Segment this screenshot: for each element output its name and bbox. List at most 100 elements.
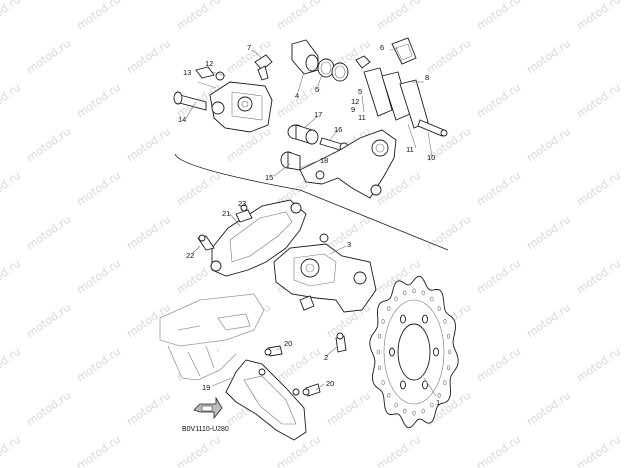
watermark-text: motod.ru: [0, 345, 23, 385]
caliper-bracket-21: [210, 199, 307, 277]
watermark-text: motod.ru: [574, 169, 623, 209]
watermark-text: motod.ru: [74, 433, 123, 468]
disc-drill-hole: [387, 306, 391, 312]
label-10: 10: [427, 153, 435, 162]
watermark-text: motod.ru: [424, 213, 473, 253]
watermark-text: motod.ru: [424, 37, 473, 77]
disc-drill-hole: [387, 392, 391, 398]
watermark-text: motod.ru: [124, 125, 173, 165]
watermark-text: motod.ru: [74, 345, 123, 385]
watermark-text: motod.ru: [124, 213, 173, 253]
watermark-text: motod.ru: [474, 169, 523, 209]
disc-drill-hole: [448, 349, 452, 355]
support-bracket-18: [299, 129, 397, 199]
watermark-text: motod.ru: [524, 37, 573, 77]
label-1: 1: [436, 398, 440, 407]
watermark-text: motod.ru: [124, 37, 173, 77]
watermark-text: motod.ru: [274, 433, 323, 468]
caliper-body: [209, 81, 273, 133]
watermark-text: motod.ru: [24, 37, 73, 77]
disc-bolt-hole: [433, 347, 439, 357]
bolt-14: [173, 91, 207, 111]
lower-assembly: [159, 199, 459, 441]
upper-assembly: [173, 37, 449, 251]
disc-guard-19: [225, 359, 307, 441]
label-8: 8: [425, 73, 429, 82]
watermark-text: motod.ru: [574, 0, 623, 32]
label-16: 16: [334, 125, 342, 134]
piston-4: [291, 39, 319, 75]
part-labels: 7 12 13 14 4 5 5 9 11 12 6 8 11 10 17 16…: [178, 43, 440, 433]
disc-drill-hole: [376, 349, 380, 355]
watermark-text: motod.ru: [0, 0, 23, 32]
disc-bolt-hole: [422, 314, 428, 324]
disc-bolt-hole: [422, 380, 428, 390]
disc-bolt-hole: [400, 380, 406, 390]
watermark-text: motod.ru: [524, 125, 573, 165]
disc-drill-hole: [403, 290, 407, 296]
watermark-text: motod.ru: [174, 169, 223, 209]
watermark-text: motod.ru: [374, 433, 423, 468]
bolt-20-lower: [302, 383, 321, 397]
watermark-text: motod.ru: [174, 0, 223, 32]
group-bracket-line: [174, 153, 449, 251]
seal-5: [317, 58, 349, 82]
watermark-text: motod.ru: [174, 433, 223, 468]
caliper-assembly-3: [273, 233, 377, 313]
watermark-text: motod.ru: [524, 389, 573, 429]
swingarm-outline: [159, 293, 265, 381]
collar-17: [287, 124, 319, 145]
disc-drill-hole: [394, 296, 398, 302]
watermark-text: motod.ru: [374, 0, 423, 32]
label-14: 14: [178, 115, 186, 124]
watermark-text: motod.ru: [24, 213, 73, 253]
disc-drill-hole: [430, 296, 434, 302]
disc-drill-hole: [437, 306, 441, 312]
watermark-text: motod.ru: [0, 81, 23, 121]
watermark-text: motod.ru: [574, 81, 623, 121]
watermark-text: motod.ru: [474, 81, 523, 121]
label-18: 18: [320, 156, 328, 165]
disc-drill-hole: [412, 410, 416, 416]
watermark-text: motod.ru: [574, 257, 623, 297]
watermark-text: motod.ru: [574, 433, 623, 468]
label-12a: 12: [205, 59, 213, 68]
disc-hub: [397, 323, 431, 381]
disc-drill-hole: [421, 290, 425, 296]
disc-drill-hole: [412, 288, 416, 294]
watermark-text: motod.ru: [24, 301, 73, 341]
disc-bolt-hole: [400, 314, 406, 324]
disc-bolt-hole: [389, 347, 395, 357]
label-7: 7: [247, 43, 251, 52]
watermark-text: motod.ru: [474, 0, 523, 32]
label-3: 3: [347, 240, 351, 249]
label-4: 4: [295, 91, 299, 100]
watermark-text: motod.ru: [474, 345, 523, 385]
disc-drill-hole: [394, 402, 398, 408]
disc-drill-hole: [443, 319, 447, 324]
watermark-text: motod.ru: [474, 257, 523, 297]
watermark-text: motod.ru: [0, 433, 23, 468]
label-13: 13: [183, 68, 191, 77]
watermark-text: motod.ru: [524, 213, 573, 253]
brake-pads-11: [363, 67, 429, 129]
label-19: 19: [202, 383, 210, 392]
disc-drill-hole: [381, 380, 385, 385]
bleeder-13: [195, 66, 225, 81]
watermark-text: motod.ru: [24, 389, 73, 429]
watermark-text: motod.ru: [0, 169, 23, 209]
watermark-text: motod.ru: [274, 0, 323, 32]
label-12b: 12: [351, 97, 359, 106]
label-11a: 11: [358, 113, 366, 122]
label-15: 15: [265, 173, 273, 182]
bolt-22: [197, 234, 215, 251]
watermark-text: motod.ru: [524, 301, 573, 341]
label-9: 9: [351, 105, 355, 114]
label-20b: 20: [326, 379, 334, 388]
bolt-20-upper: [264, 345, 283, 357]
watermark-text: motod.ru: [324, 389, 373, 429]
diagram-code: B0V1110-U280: [182, 426, 229, 433]
disc-drill-hole: [381, 319, 385, 324]
